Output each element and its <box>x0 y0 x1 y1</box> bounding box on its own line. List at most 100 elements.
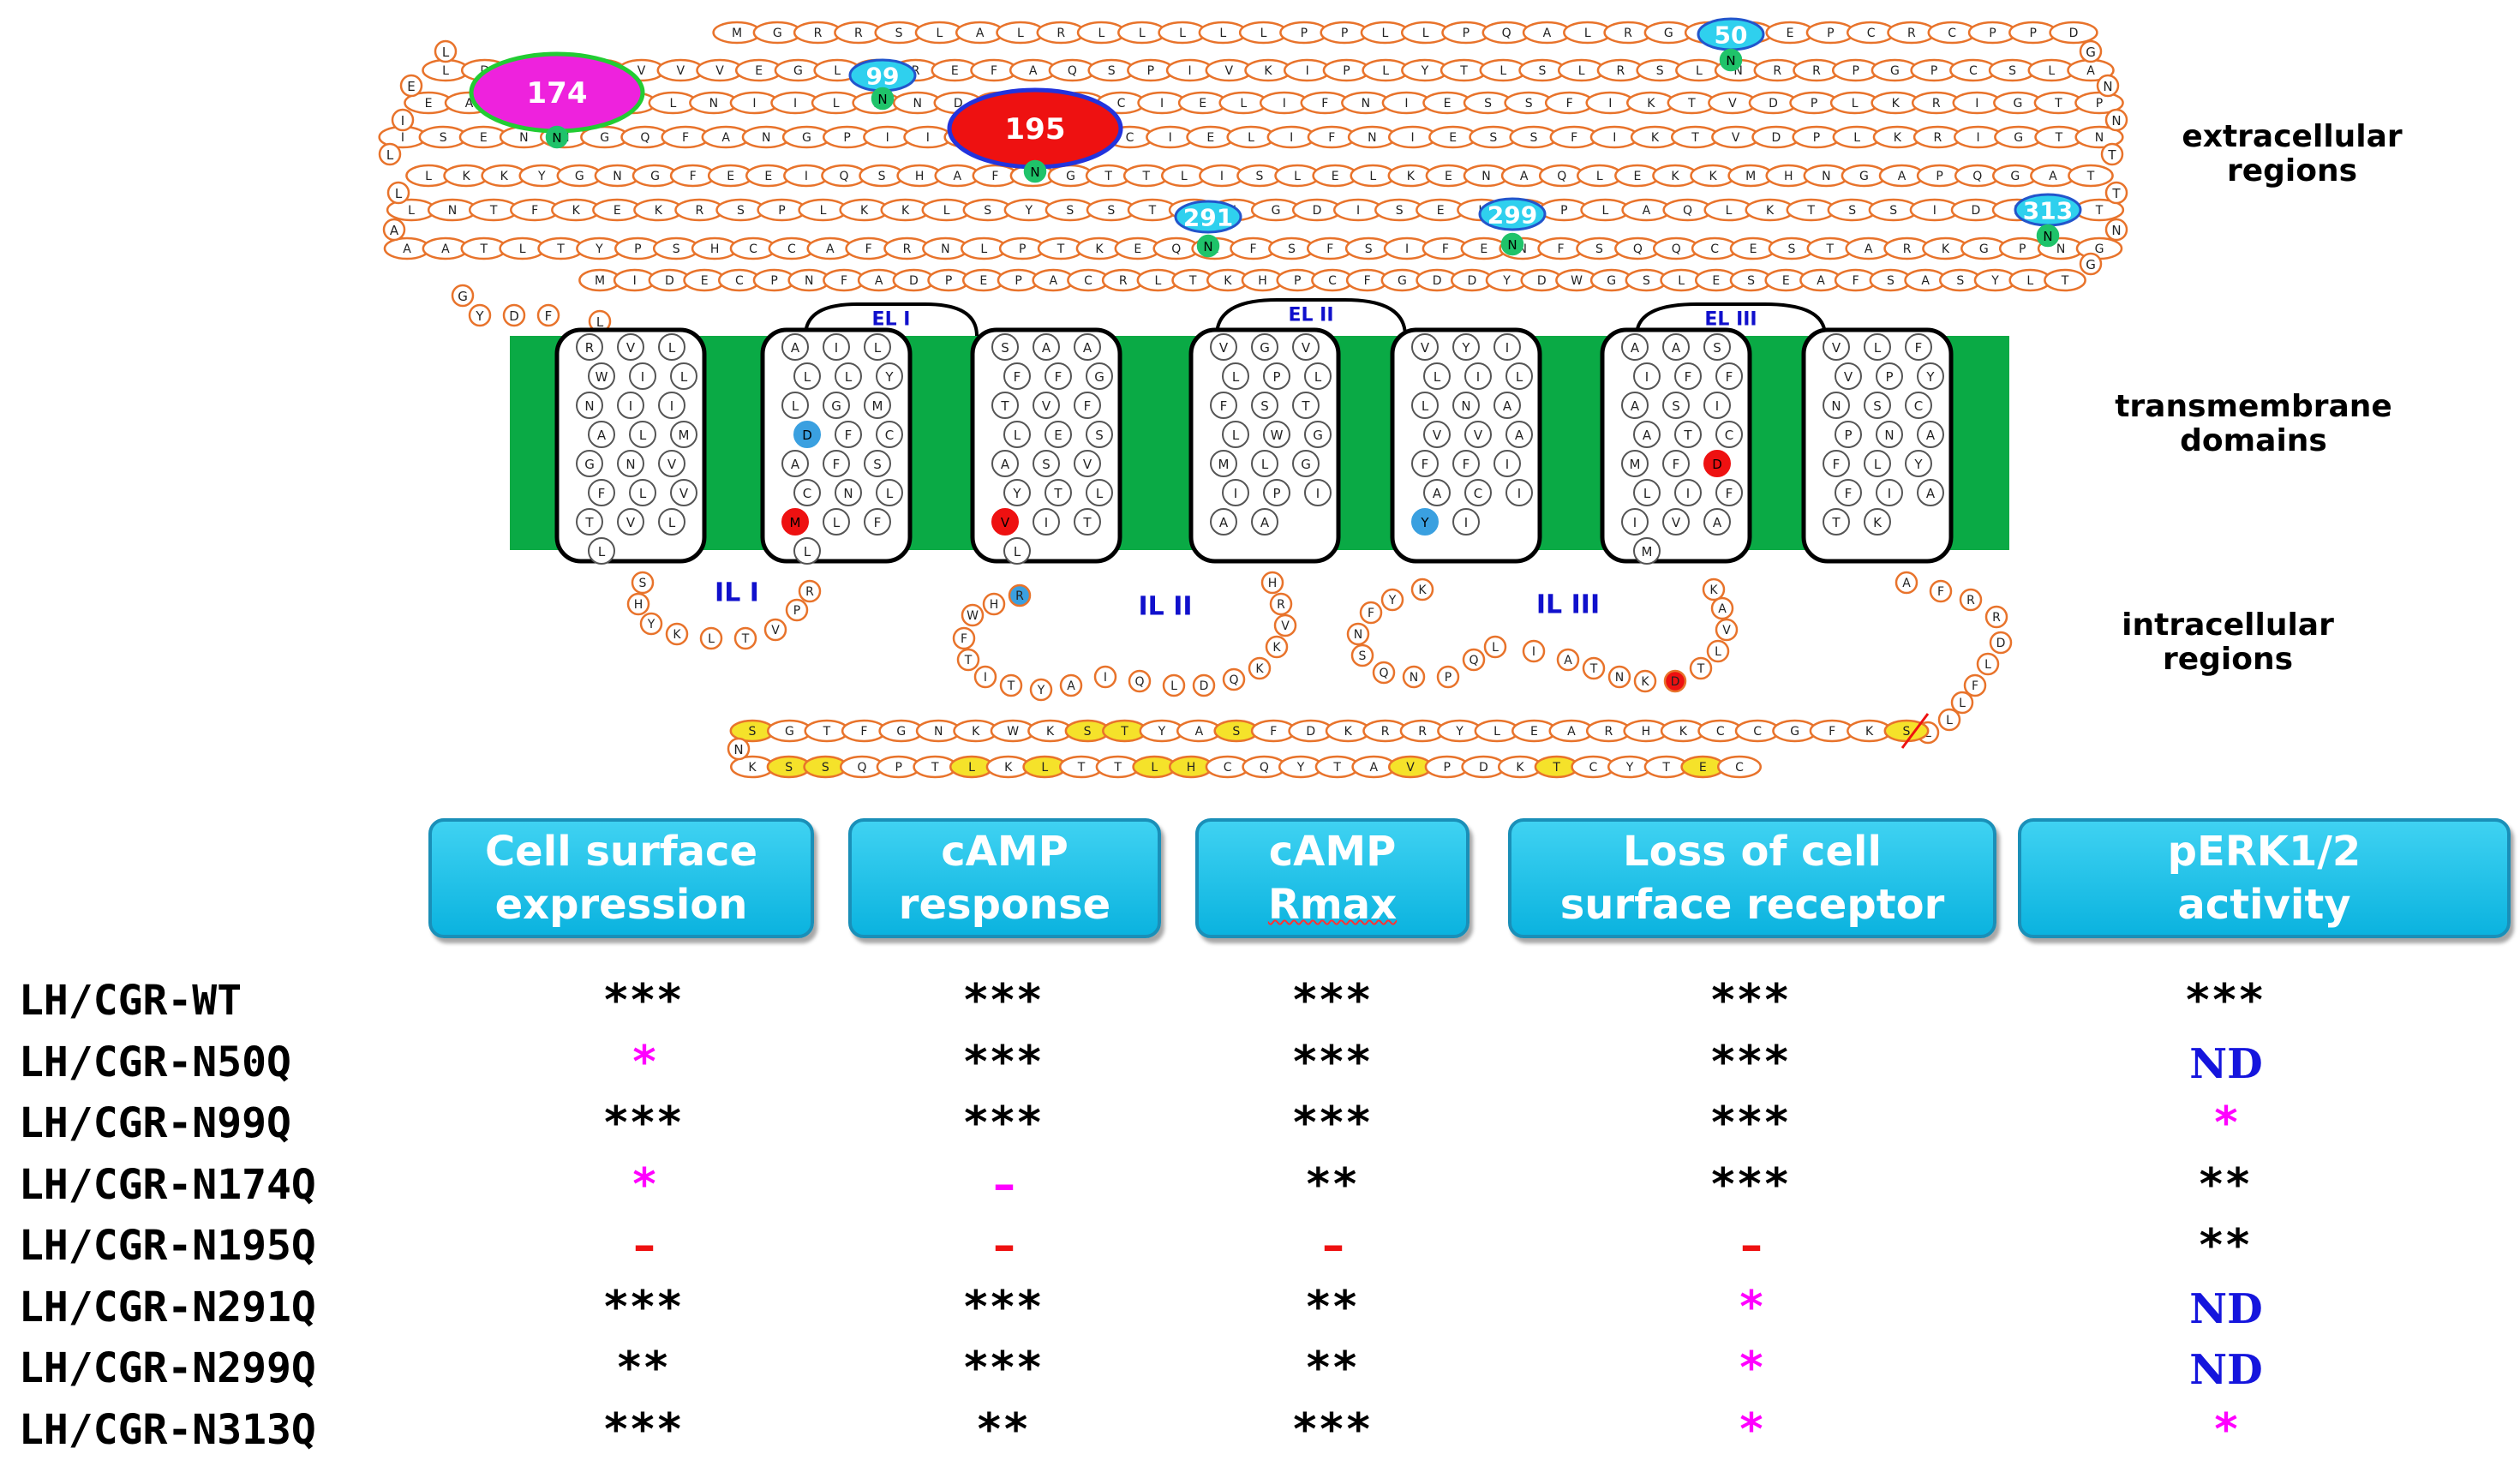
residue-letter: I <box>984 671 987 685</box>
helix-residue-letter: L <box>668 515 676 530</box>
residue-letter: N <box>519 131 528 145</box>
helix-residue-letter: M <box>790 515 801 530</box>
helix-residue <box>835 421 862 448</box>
il1-label: IL I <box>715 578 759 608</box>
helix-residue <box>876 362 903 390</box>
residue-letter: A <box>826 242 835 256</box>
residue-letter: P <box>778 204 785 218</box>
residue-letter: F <box>1249 242 1256 256</box>
result-cell: – <box>993 1158 1015 1211</box>
residue-letter: Y <box>1421 64 1429 78</box>
residue-letter: A <box>1067 679 1075 693</box>
residue: L <box>378 142 402 166</box>
residue-letter: T <box>1056 242 1065 256</box>
residue-bead <box>1269 592 1293 616</box>
region-label-line: intracellular <box>2122 607 2334 643</box>
residue-bead <box>727 737 751 761</box>
helix-residue <box>876 479 903 506</box>
helix-residue-letter: A <box>1926 486 1936 501</box>
helix-residue <box>1045 479 1072 506</box>
residue-letter: I <box>1608 97 1612 111</box>
residue-bead <box>798 579 822 603</box>
residue-letter: P <box>1294 274 1301 288</box>
helix-residue-letter: V <box>626 340 636 356</box>
residue-letter: S <box>1595 242 1603 256</box>
residue-letter: P <box>770 274 777 288</box>
residue-letter: A <box>1921 274 1930 288</box>
residue-letter: C <box>1867 27 1876 40</box>
ecd-row: LDEIKVVVEGLGREFAQSPIVKIPLYTLSLRSLNRRPGPC… <box>422 58 2115 82</box>
residue-letter: V <box>1732 131 1740 145</box>
helix-residue-letter: L <box>1874 457 1882 472</box>
helix-residue <box>1251 333 1278 361</box>
residue-letter: I <box>886 131 889 145</box>
helix-residue-letter: C <box>885 428 894 443</box>
helix-residue-letter: L <box>1232 369 1240 385</box>
residue-bead <box>1128 669 1152 693</box>
helix-residue-letter: L <box>639 428 647 443</box>
helix-residue-letter: L <box>886 486 894 501</box>
result-cell: *** <box>964 975 1045 1026</box>
helix-residue <box>576 450 603 477</box>
residue-letter: P <box>1341 27 1348 40</box>
residue-letter: R <box>1119 274 1128 288</box>
residue-letter: T <box>1589 662 1598 676</box>
residue-bead <box>626 592 650 616</box>
residue-letter: T <box>1806 204 1815 218</box>
residue-letter: C <box>1735 761 1744 775</box>
residue-letter: G <box>600 131 609 145</box>
helix-residue <box>1086 479 1113 506</box>
helix-residue-letter: Y <box>884 369 894 385</box>
residue-letter: G <box>1979 242 1989 256</box>
residue-letter: T <box>1007 679 1015 693</box>
residue-bead <box>1710 596 1734 620</box>
residue-letter: L <box>1596 170 1603 183</box>
residue: L <box>386 181 410 205</box>
helix-residue-letter: V <box>1474 428 1483 443</box>
helix-residue-letter: I <box>1888 486 1891 501</box>
helix-residue <box>1292 450 1320 477</box>
result-cell: ND <box>2189 1346 2263 1394</box>
residue: N <box>1023 159 1047 183</box>
residue-bead <box>956 648 980 672</box>
helix-residue-letter: N <box>1831 398 1841 414</box>
residue-letter: N <box>2095 131 2104 145</box>
helix-residue-letter: N <box>626 457 635 472</box>
helix-residue <box>835 479 862 506</box>
residue-letter: D <box>1433 274 1442 288</box>
helix-residue-letter: L <box>833 515 841 530</box>
residue-letter: L <box>833 97 840 111</box>
helix-residue <box>1210 450 1237 477</box>
residue-letter: P <box>945 274 952 288</box>
residue-letter: A <box>953 170 961 183</box>
residue-letter: L <box>408 204 415 218</box>
lhcgr-topology-diagram: MGRRSLALRLLLLLPPLLPQALRGAPEPCRCPPDLDEIKV… <box>378 17 2128 779</box>
residue-letter: F <box>1566 97 1573 111</box>
residue-letter: A <box>721 131 730 145</box>
residue-bead <box>2074 125 2124 149</box>
residue-letter: N <box>1615 671 1624 685</box>
row-label: LH/CGR-N299Q <box>19 1344 316 1392</box>
residue-letter: L <box>1678 274 1685 288</box>
residue-letter: A <box>1543 27 1552 40</box>
helix-residue <box>1411 392 1439 419</box>
residue-letter: L <box>442 64 449 78</box>
residue-letter: Q <box>1229 673 1238 687</box>
residue-letter: I <box>1160 97 1164 111</box>
residue-bead <box>1029 678 1053 702</box>
residue-letter: G <box>575 170 584 183</box>
helix-residue <box>1423 362 1451 390</box>
residue-letter: D <box>1771 131 1781 145</box>
residue-letter: Q <box>1134 675 1144 689</box>
helix-residue <box>1074 450 1101 477</box>
helix-residue <box>629 479 656 506</box>
residue-letter: K <box>462 170 470 183</box>
helix-residue-letter: C <box>1914 398 1923 414</box>
residue-letter: Q <box>1633 242 1643 256</box>
residue-letter: T <box>1552 761 1560 775</box>
helix-residue <box>1086 421 1113 448</box>
residue-letter: T <box>2086 170 2095 183</box>
helix-residue <box>1621 392 1649 419</box>
